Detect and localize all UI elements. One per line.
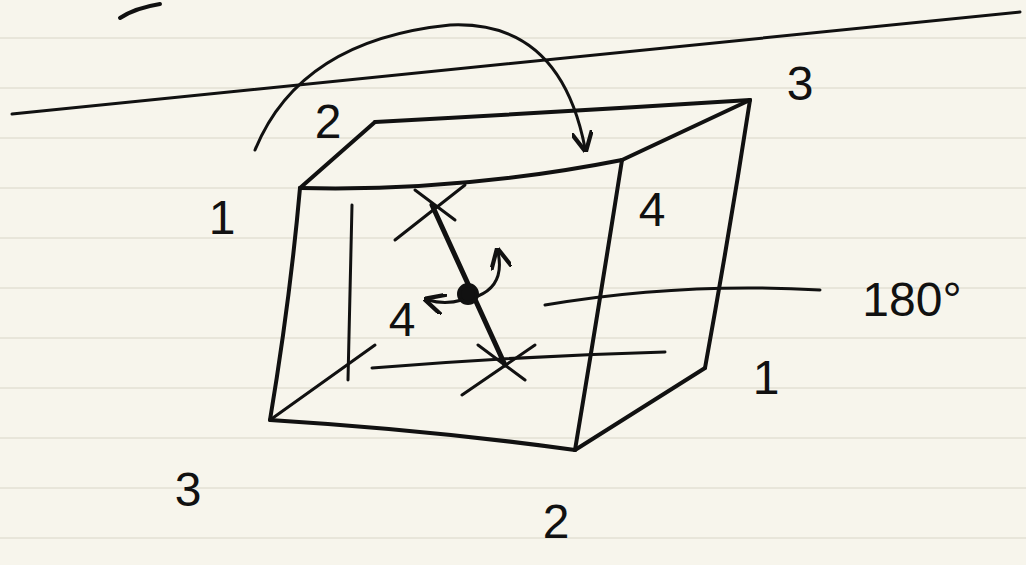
- corner-number: 2: [315, 98, 342, 146]
- leader-line: [545, 288, 820, 305]
- slanted-rule: [12, 12, 1020, 114]
- angle-label: 180°: [862, 276, 961, 324]
- rotation-axis: [395, 185, 535, 395]
- corner-number: 4: [639, 186, 666, 234]
- corner-number: 3: [787, 60, 814, 108]
- corner-number: 1: [753, 354, 780, 402]
- cube: [270, 100, 750, 450]
- corner-number: 3: [175, 466, 202, 514]
- stroke-fragment: [120, 4, 160, 18]
- corner-number: 2: [543, 498, 570, 546]
- corner-number: 1: [209, 194, 236, 242]
- flip-arrow: [255, 25, 585, 150]
- corner-number: 4: [389, 296, 416, 344]
